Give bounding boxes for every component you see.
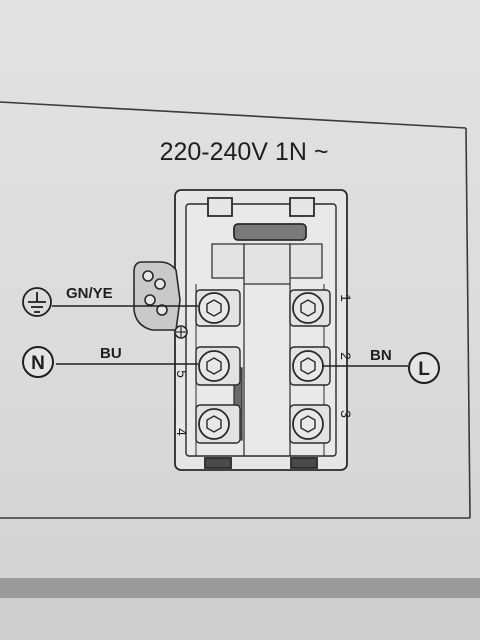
top-clip-right: [289, 197, 315, 217]
neutral-symbol: N: [31, 353, 45, 374]
screw-earth: [198, 292, 230, 324]
terminal-label-2: 2: [338, 352, 354, 360]
hex-socket-icon: [206, 357, 222, 375]
terminal-earth: [195, 289, 241, 327]
earth-bracket-hole-1: [142, 270, 154, 282]
earth-bracket: [133, 261, 188, 339]
bottom-paper: [0, 598, 480, 640]
bottom-clip-left: [204, 457, 232, 469]
diagram-frame: [0, 101, 471, 519]
hex-socket-icon: [206, 299, 222, 317]
screw-2: [292, 350, 324, 382]
earth-ground-icon: [22, 287, 52, 317]
neutral-symbol-circle: [22, 346, 54, 378]
line-symbol: L: [418, 359, 430, 380]
top-contact-bar: [233, 223, 307, 241]
terminal-label-1: 1: [338, 294, 354, 302]
hex-socket-icon: [206, 415, 222, 433]
earth-bracket-hole-4: [156, 304, 168, 316]
terminal-label-4: 4: [174, 428, 190, 436]
terminal-label-3: 3: [338, 410, 354, 418]
earth-bracket-hole-2: [154, 278, 166, 290]
screw-4: [198, 408, 230, 440]
earth-wire-label: GN/YE: [66, 285, 113, 302]
line-symbol-circle: [408, 352, 440, 384]
neutral-wire-label: BU: [100, 345, 122, 362]
top-clip-left: [207, 197, 233, 217]
screw-3: [292, 408, 324, 440]
terminal-4: [195, 404, 241, 444]
screw-1: [292, 292, 324, 324]
upper-compartment-left: [211, 243, 245, 279]
screw-5: [198, 350, 230, 382]
upper-compartment-center: [243, 243, 291, 285]
terminal-2: [289, 346, 331, 386]
earth-bracket-plate: [133, 261, 181, 331]
bottom-clip-right: [290, 457, 318, 469]
terminal-5: [195, 346, 241, 386]
hex-socket-icon: [300, 357, 316, 375]
hex-socket-icon: [300, 299, 316, 317]
terminal-block: [174, 189, 348, 471]
earth-bracket-hole-3: [144, 294, 156, 306]
hex-socket-icon: [300, 415, 316, 433]
bottom-shadow-band: [0, 578, 480, 598]
terminal-1: [289, 289, 331, 327]
voltage-title: 220-240V 1N ~: [160, 138, 329, 166]
upper-compartment-right: [289, 243, 323, 279]
terminal-label-5: 5: [174, 370, 190, 378]
line-wire-label: BN: [370, 347, 392, 364]
terminal-3: [289, 404, 331, 444]
